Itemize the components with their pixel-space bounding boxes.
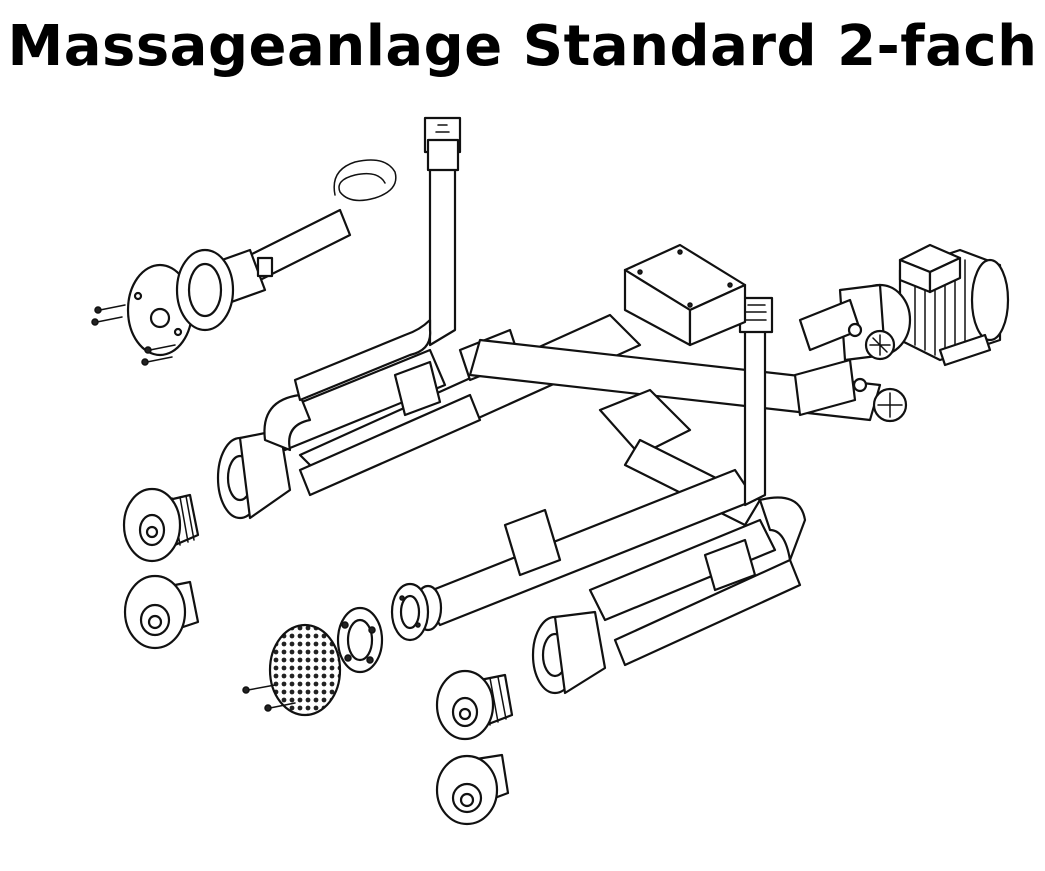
air-regulator-assembly — [126, 159, 397, 357]
suction-flange — [390, 582, 430, 642]
jet-nozzle-3 — [435, 669, 514, 741]
screws-top-left — [91, 304, 176, 366]
jet-nozzle-4 — [435, 753, 510, 826]
circulation-pump — [793, 243, 1010, 423]
right-air-riser — [738, 296, 774, 507]
left-jet-connector — [216, 348, 482, 520]
jet-nozzle-2 — [123, 574, 200, 650]
jet-nozzle-1 — [122, 487, 200, 563]
control-box — [623, 243, 747, 347]
left-air-riser — [293, 116, 462, 402]
diagram-title: Massageanlage Standard 2-fach — [7, 14, 1038, 79]
suction-ring — [336, 606, 384, 674]
right-jet-connector — [531, 496, 807, 695]
suction-cover — [242, 623, 342, 717]
